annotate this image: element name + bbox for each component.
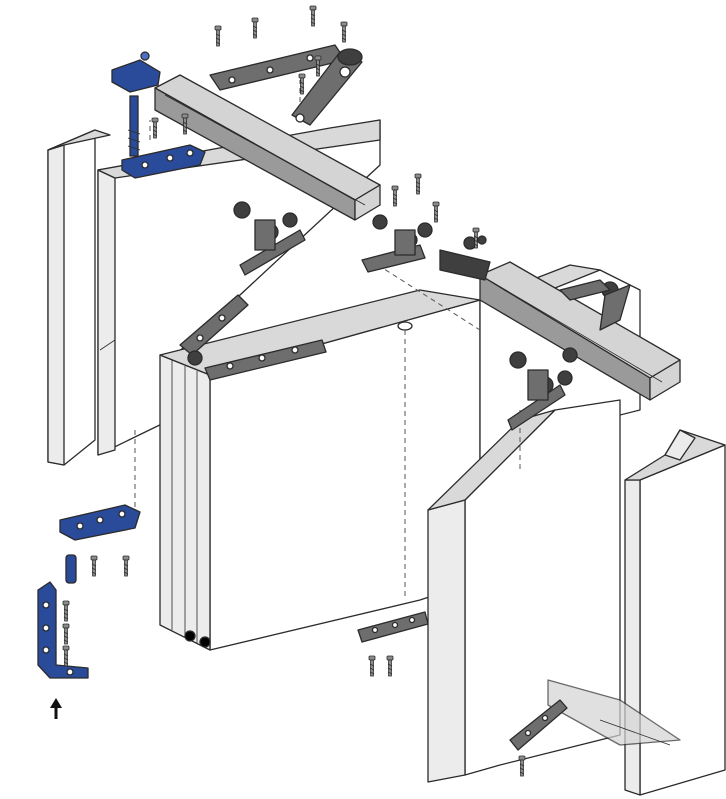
assembly-guide-lines (134, 80, 521, 600)
top-rail-left (154, 74, 381, 221)
pivot-hinge-icon (209, 44, 363, 126)
arrow-up-icon (50, 698, 62, 719)
top-rail-right (479, 261, 681, 401)
panel-hinges (179, 294, 327, 381)
top-pivot-assembly-blue (111, 51, 206, 179)
door-panel-4 (427, 399, 621, 783)
left-wall-jamb (47, 129, 111, 466)
door-panel-2 (159, 289, 481, 651)
roller-carriage-icon (233, 201, 631, 431)
bottom-guides (357, 611, 568, 751)
bottom-bracket-icon (37, 581, 89, 679)
floor-guide-track (547, 679, 681, 746)
bottom-pivot-blue (59, 504, 141, 584)
